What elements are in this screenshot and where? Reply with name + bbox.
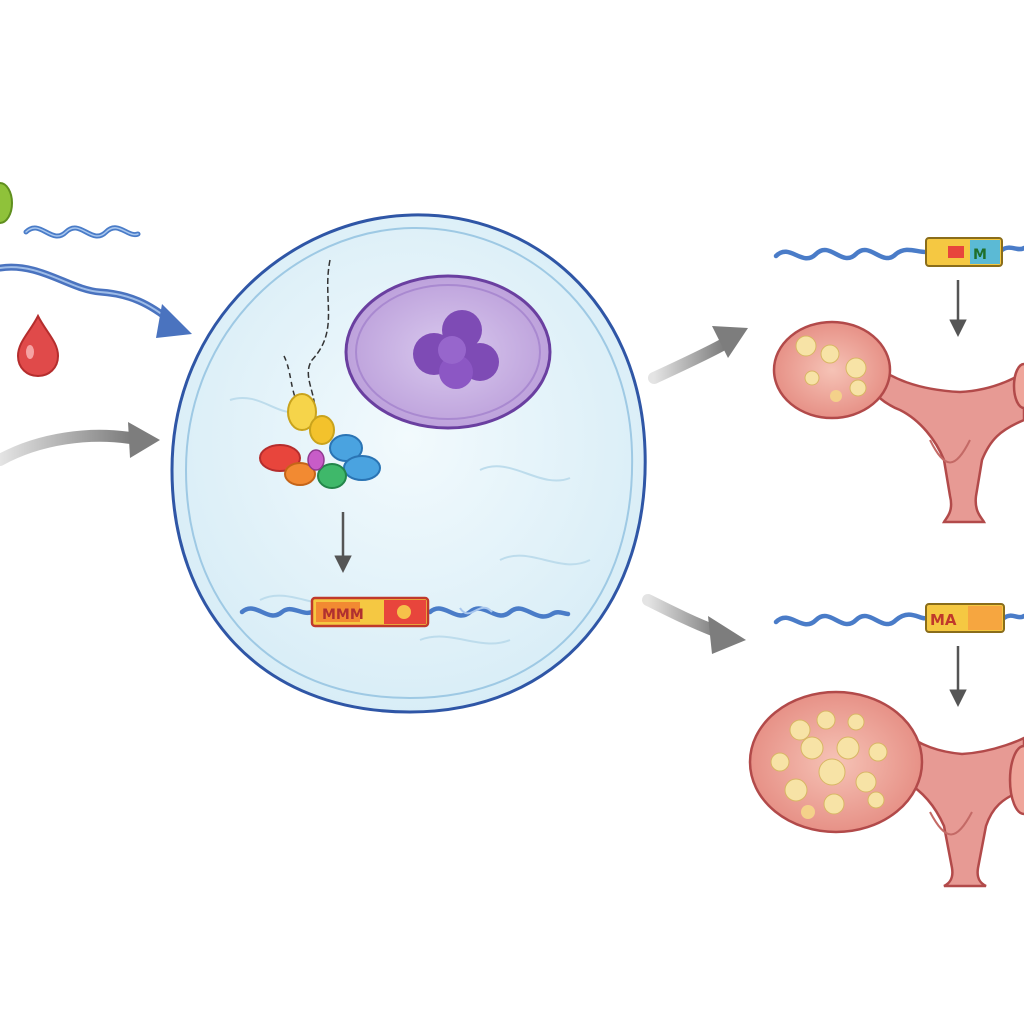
gray-output-arrow-top bbox=[648, 326, 748, 384]
nucleus-icon bbox=[344, 274, 552, 430]
green-molecule-icon bbox=[0, 182, 13, 224]
cell-gene-box: MMM bbox=[310, 596, 430, 628]
transcription-factor-icon bbox=[259, 393, 381, 489]
bottom-gene-label: MA bbox=[930, 611, 957, 629]
blue-signal-arrow bbox=[0, 263, 192, 338]
top-uterus bbox=[860, 353, 1024, 524]
bottom-gene-box: MA bbox=[925, 603, 1005, 633]
bottom-ovary bbox=[748, 690, 924, 834]
signal-trails bbox=[283, 259, 331, 421]
dna-strand-short bbox=[23, 225, 141, 239]
bottom-ovary-uterus bbox=[748, 690, 1024, 888]
gray-output-arrow-bottom bbox=[642, 594, 746, 654]
top-ovary-uterus bbox=[772, 320, 1024, 524]
bottom-dna-strand: MA bbox=[773, 603, 1024, 633]
blood-drop-icon bbox=[16, 313, 60, 378]
nucleolus bbox=[413, 310, 499, 389]
top-ovary bbox=[772, 320, 892, 420]
cell-gene-label: MMM bbox=[322, 607, 364, 623]
top-dna-strand: M bbox=[773, 237, 1024, 267]
gray-input-arrow bbox=[0, 422, 160, 466]
top-gene-label: M bbox=[973, 247, 987, 263]
cell-dna-strand: MMM bbox=[239, 596, 571, 628]
top-gene-box: M bbox=[925, 237, 1003, 267]
